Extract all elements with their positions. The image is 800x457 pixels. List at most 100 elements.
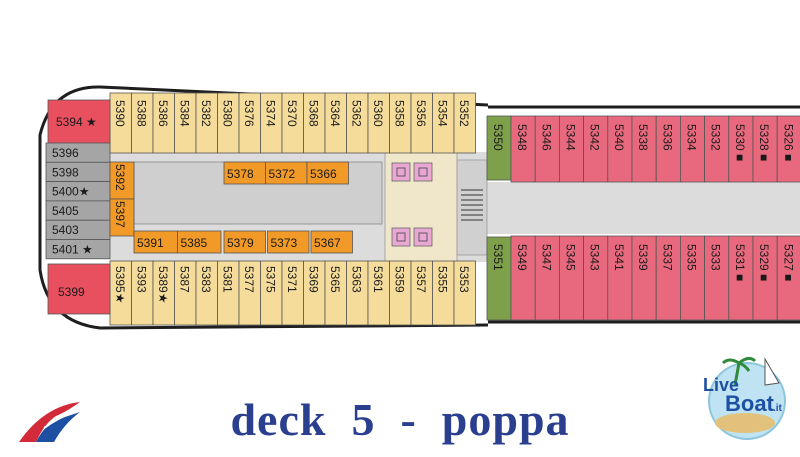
cabin-number[interactable]: 5339 — [636, 244, 650, 271]
cabin-number[interactable]: 5345 — [564, 244, 578, 271]
cabin-number[interactable]: 5390 — [113, 100, 127, 127]
cabin-number[interactable]: 5396 — [52, 146, 79, 160]
cabin-number[interactable]: 5344 — [564, 124, 578, 151]
cabin-number[interactable]: 5343 — [588, 244, 602, 271]
cabin-number[interactable]: 5395★ — [113, 266, 127, 303]
cabin-number[interactable]: 5333 — [709, 244, 723, 271]
cabin-number[interactable]: 5329 ■ — [757, 244, 771, 281]
cabin-number[interactable]: 5379 — [227, 236, 254, 250]
cabin-number[interactable]: 5394 ★ — [56, 115, 97, 129]
cabin-number[interactable]: 5384 — [177, 100, 191, 127]
cabin-number[interactable]: 5368 — [306, 100, 320, 127]
cabin-number[interactable]: 5335 — [685, 244, 699, 271]
cabin-cell — [607, 235, 633, 321]
cabin-number[interactable]: 5365 — [328, 266, 342, 293]
cabin-number[interactable]: 5387 — [177, 266, 191, 293]
elevator-icon — [413, 162, 433, 182]
cabin-number[interactable]: 5374 — [263, 100, 277, 127]
cabin-number[interactable]: 5389★ — [156, 266, 170, 303]
funnel-logo-red — [19, 402, 80, 442]
cabin-number[interactable]: 5334 — [685, 124, 699, 151]
cabin-cell — [680, 115, 706, 183]
cabin-number[interactable]: 5385 — [181, 236, 208, 250]
cabin-number[interactable]: 5371 — [285, 266, 299, 293]
cabin-number[interactable]: 5337 — [660, 244, 674, 271]
cabin-number[interactable]: 5342 — [588, 124, 602, 151]
cabin-number[interactable]: 5400★ — [52, 185, 89, 199]
cabin-number[interactable]: 5381 — [220, 266, 234, 293]
cabin-number[interactable]: 5370 — [285, 100, 299, 127]
cabin-number[interactable]: 5328 ■ — [757, 124, 771, 161]
cabin-number[interactable]: 5331 ■ — [733, 244, 747, 281]
cabin-number[interactable]: 5375 — [263, 266, 277, 293]
cabin-cell — [728, 235, 754, 321]
cabin-number[interactable]: 5349 — [515, 244, 529, 271]
cabin-number[interactable]: 5359 — [392, 266, 406, 293]
cabin-number[interactable]: 5350 — [491, 124, 505, 151]
cabin-number[interactable]: 5347 — [539, 244, 553, 271]
cabin-number[interactable]: 5330 ■ — [733, 124, 747, 161]
cabin-number[interactable]: 5362 — [349, 100, 363, 127]
cabin-number[interactable]: 5358 — [392, 100, 406, 127]
cabin-number[interactable]: 5403 — [52, 223, 79, 237]
cabin-cell — [510, 115, 536, 183]
cabin-number[interactable]: 5383 — [199, 266, 213, 293]
cabin-number[interactable]: 5340 — [612, 124, 626, 151]
cabin-number[interactable]: 5386 — [156, 100, 170, 127]
cabin-number[interactable]: 5338 — [636, 124, 650, 151]
cabin-number[interactable]: 5377 — [242, 266, 256, 293]
cabin-number[interactable]: 5372 — [269, 167, 296, 181]
cabin-number[interactable]: 5351 — [491, 244, 505, 271]
cabin-cell — [752, 115, 778, 183]
cabin-number[interactable]: 5366 — [310, 167, 337, 181]
cabin-number[interactable]: 5341 — [612, 244, 626, 271]
cabin-number[interactable]: 5353 — [457, 266, 471, 293]
cabin-number[interactable]: 5369 — [306, 266, 320, 293]
funnel-logo-blue — [36, 412, 80, 442]
cabin-number[interactable]: 5399 — [58, 285, 85, 299]
cabin-number[interactable]: 5354 — [435, 100, 449, 127]
cabin-number[interactable]: 5373 — [271, 236, 298, 250]
cabin-number[interactable]: 5376 — [242, 100, 256, 127]
cabin-cell — [583, 115, 609, 183]
cabin-cell — [631, 115, 657, 183]
cabin-number[interactable]: 5398 — [52, 165, 79, 179]
cabin-number[interactable]: 5391 — [137, 236, 164, 250]
cabin-number[interactable]: 5348 — [515, 124, 529, 151]
elevator-symbol — [396, 232, 406, 242]
cabin-number[interactable]: 5336 — [660, 124, 674, 151]
cabin-number[interactable]: 5405 — [52, 204, 79, 218]
elevator-symbol — [418, 232, 428, 242]
cabin-number[interactable]: 5378 — [227, 167, 254, 181]
cabin-number[interactable]: 5364 — [328, 100, 342, 127]
cabin-number[interactable]: 5326 ■ — [781, 124, 795, 161]
cabin-number[interactable]: 5360 — [371, 100, 385, 127]
cabin-number[interactable]: 5361 — [371, 266, 385, 293]
cabin-cell — [486, 236, 512, 321]
cabin-number[interactable]: 5380 — [220, 100, 234, 127]
cabin-cell — [453, 92, 476, 154]
cabin-number[interactable]: 5401 ★ — [52, 243, 93, 257]
cabin-number[interactable]: 5346 — [539, 124, 553, 151]
cabin-number[interactable]: 5397 — [113, 201, 127, 228]
liveboat-sailboat-icon — [764, 357, 780, 386]
cabin-number[interactable]: 5393 — [134, 266, 148, 293]
cabin-number[interactable]: 5382 — [199, 100, 213, 127]
cabin-number[interactable]: 5356 — [414, 100, 428, 127]
cabin-number[interactable]: 5363 — [349, 266, 363, 293]
cabin-number[interactable]: 5392 — [113, 164, 127, 191]
cabin-number[interactable]: 5327 ■ — [781, 244, 795, 281]
cabin-cell — [177, 230, 222, 254]
cabin-number[interactable]: 5352 — [457, 100, 471, 127]
cabin-number[interactable]: 5367 — [314, 236, 341, 250]
cabin-number[interactable]: 5388 — [134, 100, 148, 127]
cabin-number[interactable]: 5355 — [435, 266, 449, 293]
cabin-number[interactable]: 5332 — [709, 124, 723, 151]
liveboat-line1: Live — [703, 375, 739, 395]
deck-title: deck 5 - poppa — [230, 394, 570, 445]
cabin-cell — [47, 99, 111, 149]
hull-outline — [38, 85, 489, 330]
liveboat-suffix: .it — [773, 403, 783, 414]
cabin-number[interactable]: 5357 — [414, 266, 428, 293]
